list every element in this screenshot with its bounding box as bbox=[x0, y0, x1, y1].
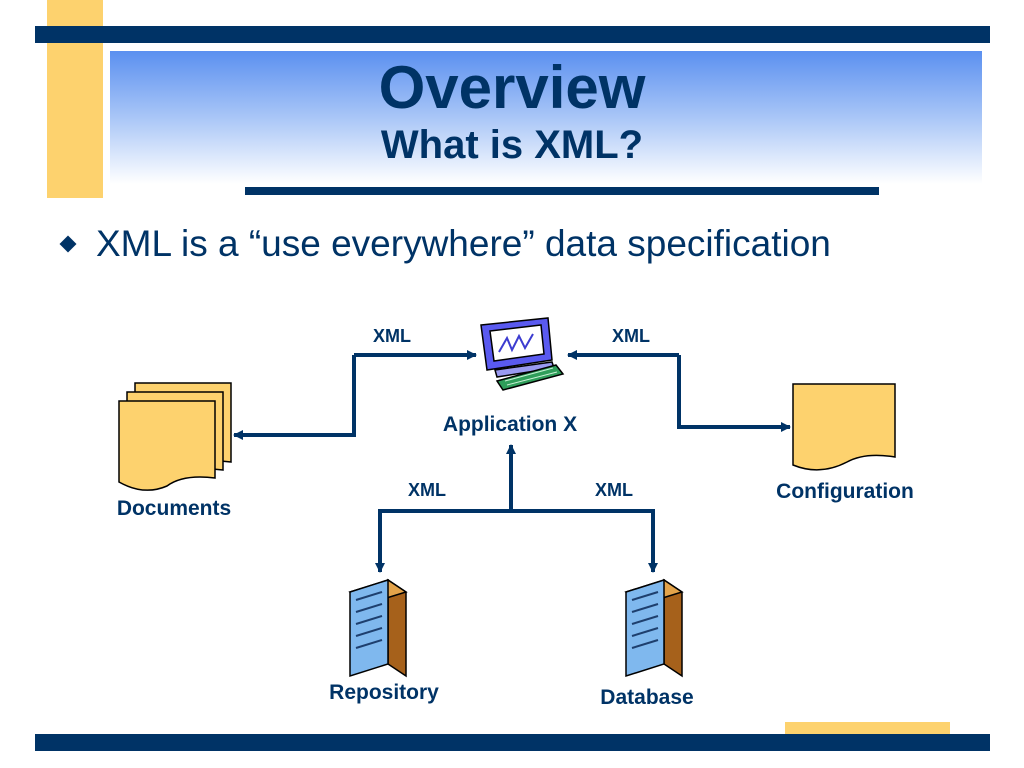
arrow-documents bbox=[233, 355, 356, 440]
database-server-icon bbox=[624, 578, 684, 678]
node-label-database: Database bbox=[600, 686, 693, 709]
node-label-repository: Repository bbox=[329, 681, 439, 704]
bullet-text: XML is a “use everywhere” data specifica… bbox=[96, 223, 831, 264]
configuration-icon bbox=[792, 383, 896, 471]
slide-subtitle: What is XML? bbox=[380, 123, 644, 167]
node-label-documents: Documents bbox=[117, 497, 231, 520]
repository-server-icon bbox=[348, 578, 408, 678]
xml-label-documents: XML bbox=[373, 326, 411, 346]
title-underline bbox=[245, 187, 879, 195]
arrow-database bbox=[511, 509, 658, 573]
xml-label-repository: XML bbox=[408, 480, 446, 500]
xml-label-database: XML bbox=[595, 480, 633, 500]
connector-lines bbox=[233, 350, 791, 573]
arrow-configuration bbox=[677, 355, 791, 432]
bottom-band bbox=[35, 734, 990, 751]
slide-title: Overview bbox=[378, 54, 646, 121]
title-panel bbox=[110, 51, 982, 184]
top-band bbox=[35, 26, 990, 43]
computer-icon bbox=[480, 317, 565, 391]
bullet-item: XML is a “use everywhere” data specifica… bbox=[59, 222, 831, 266]
bottom-accent-bar bbox=[785, 722, 950, 734]
node-label-configuration: Configuration bbox=[776, 480, 914, 503]
node-label-application: Application X bbox=[443, 413, 577, 436]
xml-label-configuration: XML bbox=[612, 326, 650, 346]
documents-icon bbox=[118, 382, 232, 491]
arrow-repository bbox=[375, 509, 511, 573]
